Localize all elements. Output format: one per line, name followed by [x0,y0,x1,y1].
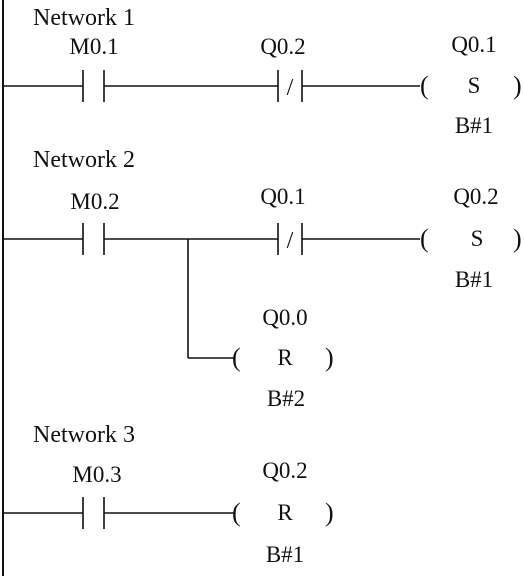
network-2-branch-coil-count: B#2 [267,386,305,411]
network-2-coil-address: Q0.2 [453,184,498,209]
network-1-contact2-nc-contact: / [277,70,303,102]
network-2-branch-coil-address: Q0.0 [262,305,307,330]
coil-close-paren: ) [513,224,522,253]
coil-letter: S [471,226,484,251]
network-2-set-coil: ( S ) [420,224,522,253]
network-1-coil-address: Q0.1 [451,32,496,57]
coil-letter: R [277,345,293,370]
network-2-contact2-address: Q0.1 [260,184,305,209]
network-3-coil-address: Q0.2 [262,458,307,483]
coil-open-paren: ( [420,71,429,100]
coil-open-paren: ( [420,224,429,253]
network-2-contact1-no-contact [82,223,105,255]
network-1-contact1-address: M0.1 [69,34,118,59]
network-3-contact1-no-contact [82,497,105,529]
coil-close-paren: ) [325,498,334,527]
network-2-branch-reset-coil: ( R ) [232,343,334,372]
network-3-coil-count: B#1 [266,542,304,567]
nc-slash: / [287,228,294,254]
coil-open-paren: ( [232,343,241,372]
network-3: Network 3 M0.3 ( R ) Q0.2 B#1 [3,422,334,567]
network-2: Network 2 M0.2 / Q0.1 ( S ) Q0.2 B#1 [3,147,522,411]
network-1: Network 1 M0.1 / Q0.2 ( S ) Q0.1 B#1 [3,5,522,138]
network-1-set-coil: ( S ) [420,71,522,100]
coil-letter: S [468,73,481,98]
coil-open-paren: ( [232,498,241,527]
network-1-contact2-address: Q0.2 [260,34,305,59]
nc-slash: / [287,75,294,101]
network-1-contact1-no-contact [82,70,105,102]
network-1-coil-count: B#1 [455,113,493,138]
network-3-reset-coil: ( R ) [232,498,334,527]
network-1-title: Network 1 [33,5,135,31]
network-3-contact1-address: M0.3 [72,462,121,487]
network-2-contact1-address: M0.2 [70,189,119,214]
coil-close-paren: ) [325,343,334,372]
network-2-contact2-nc-contact: / [277,223,303,255]
network-2-title: Network 2 [33,147,135,173]
coil-close-paren: ) [513,71,522,100]
coil-letter: R [277,500,293,525]
network-3-title: Network 3 [33,422,135,448]
network-2-coil-count: B#1 [455,267,493,292]
